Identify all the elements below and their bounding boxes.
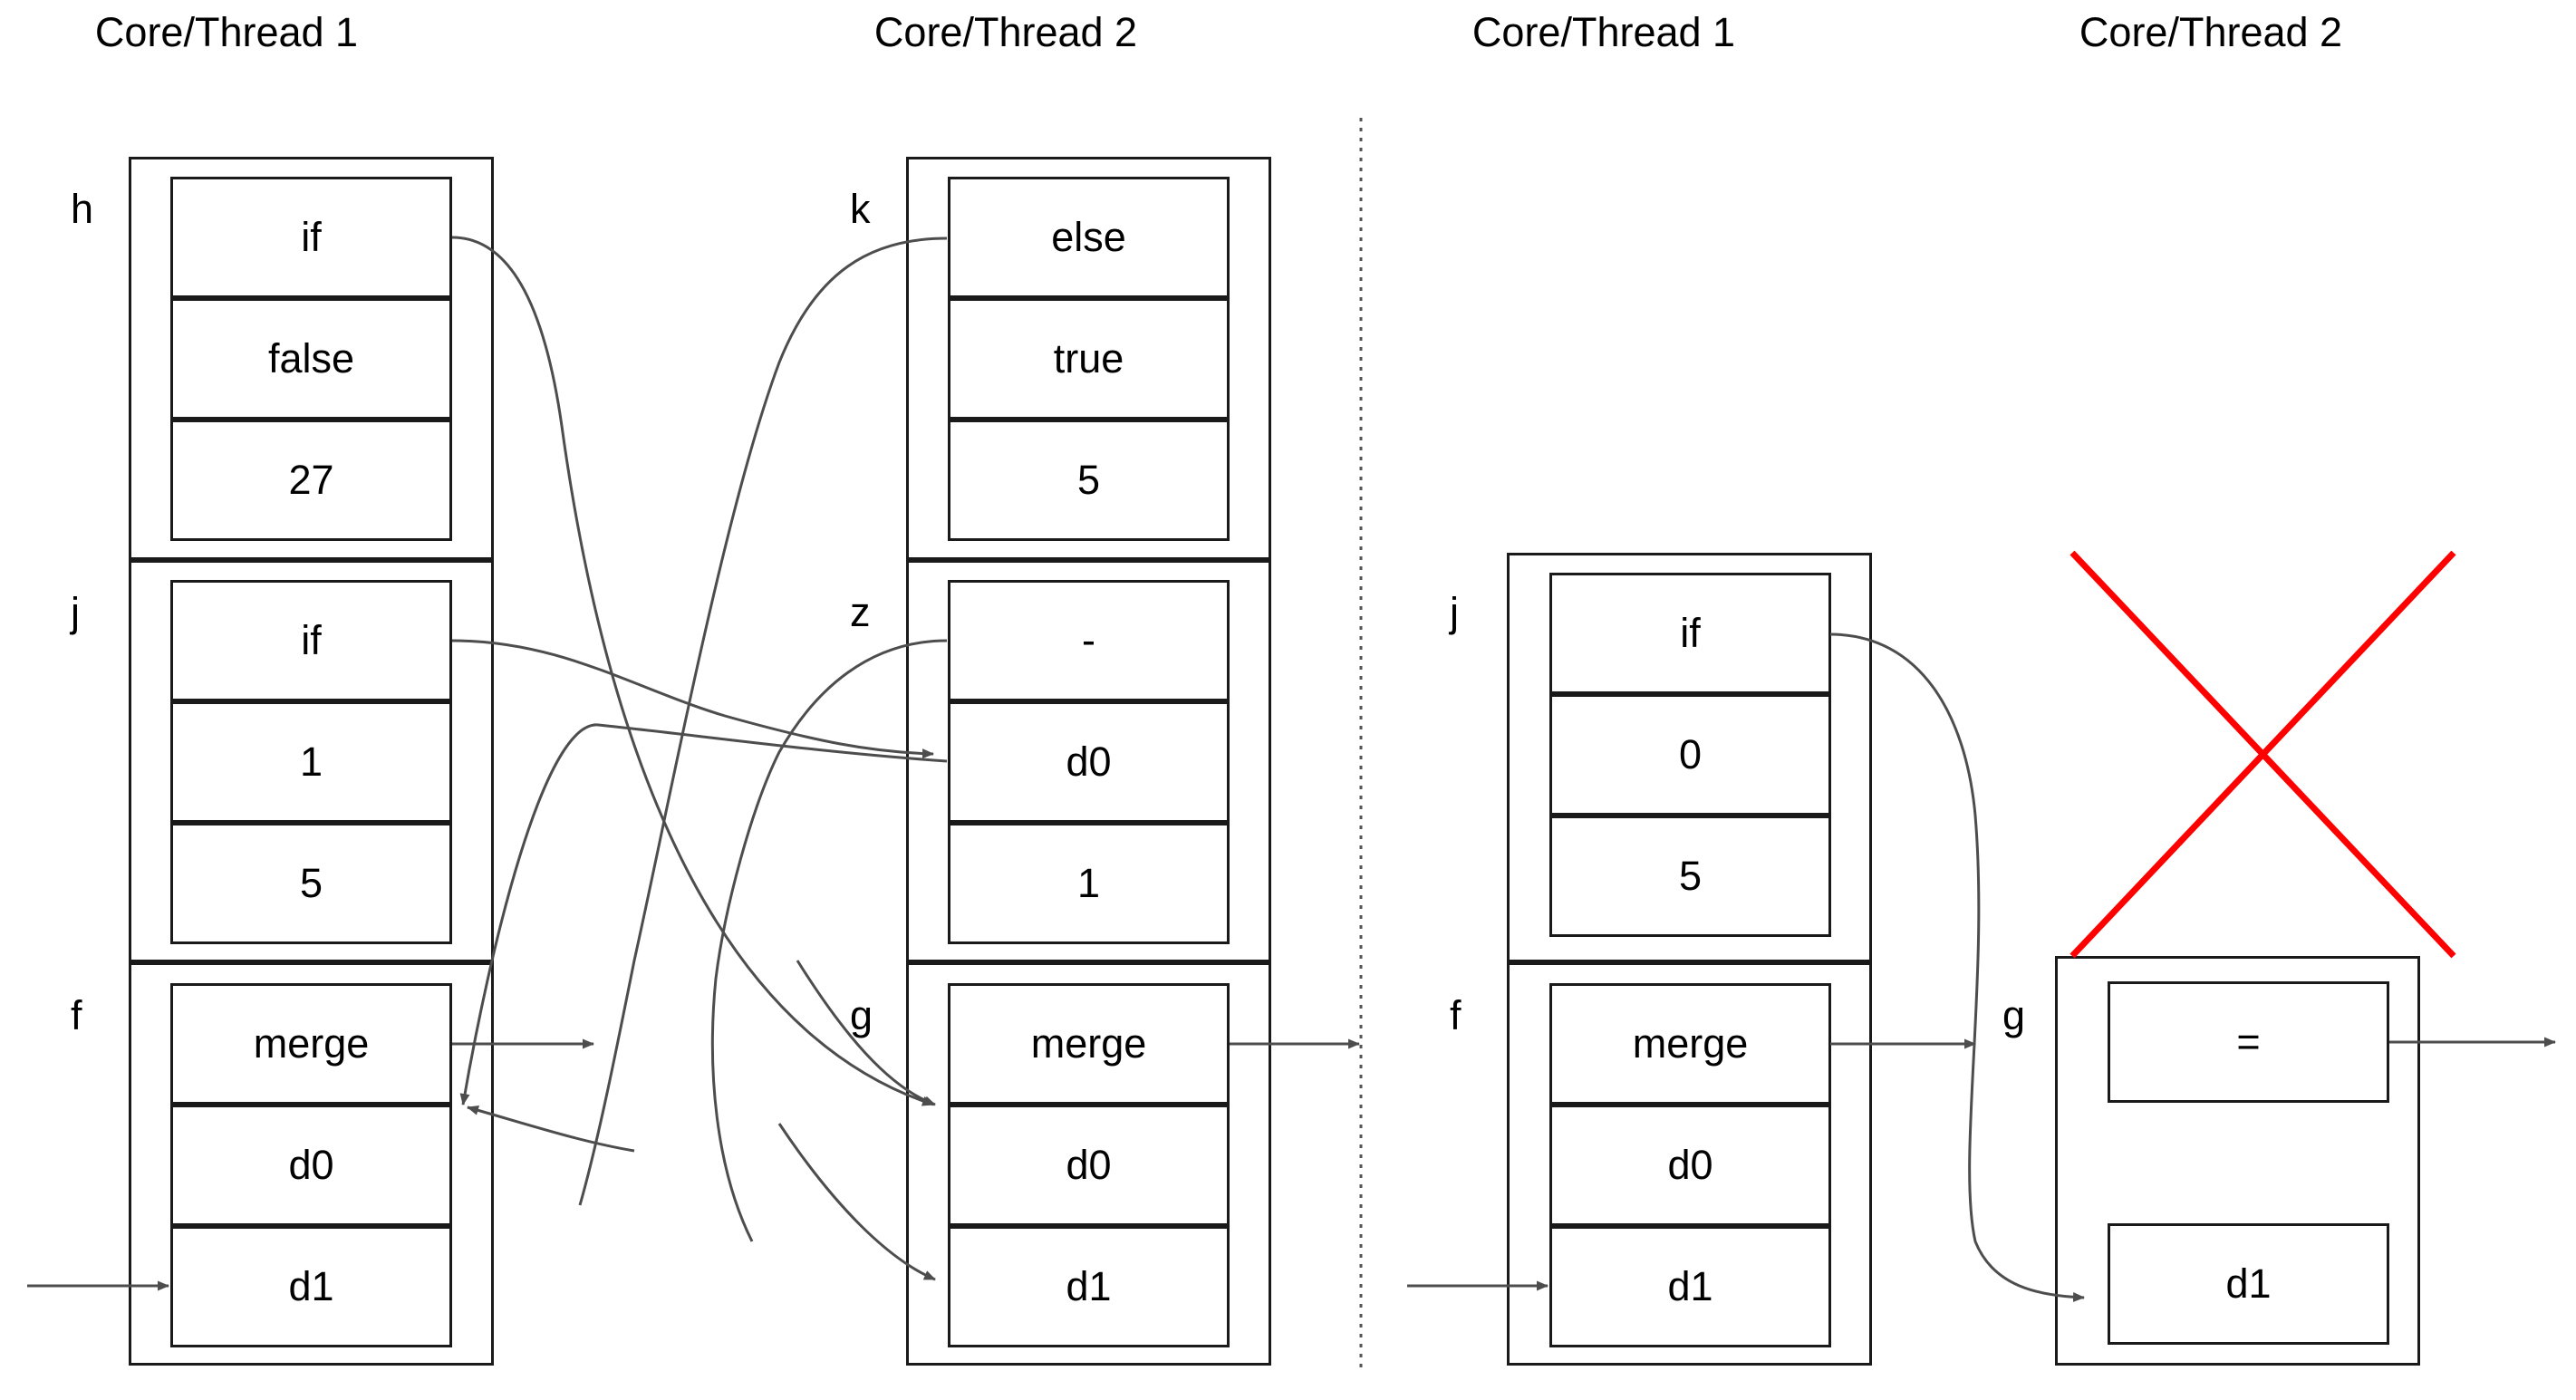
group-box-left-c2-k	[906, 157, 1271, 560]
edge-j-if-to-z-d0	[451, 639, 934, 759]
cell-right-c1-j-2: 5	[1549, 816, 1831, 937]
column-title-right-core2: Core/Thread 2	[2079, 9, 2343, 55]
group-box-left-c1-j	[129, 560, 494, 962]
edge-to-f-d0	[459, 723, 948, 1106]
column-title-left-core1: Core/Thread 1	[94, 9, 359, 55]
cell-left-c1-f-0: merge	[170, 983, 452, 1105]
cellstack-right-c1-j: if 0 5	[1549, 573, 1831, 937]
group-label-right-c1-f: f	[1450, 992, 1462, 1038]
cell-right-c1-f-0: merge	[1549, 983, 1831, 1105]
cell-left-c2-g-0: merge	[948, 983, 1230, 1105]
cellstack-left-c1-h: if false 27	[170, 177, 452, 541]
cell-right-c2-g-0: =	[2108, 981, 2389, 1103]
cell-left-c1-j-1: 1	[170, 701, 452, 823]
group-box-left-c1-h	[129, 157, 494, 560]
group-label-left-c1-f: f	[71, 992, 82, 1038]
group-box-left-c2-z	[906, 560, 1271, 962]
edge-z-dash-source	[710, 639, 948, 1242]
cellstack-left-c2-g: merge d0 d1	[948, 983, 1230, 1347]
cell-right-c1-j-0: if	[1549, 573, 1831, 694]
cell-left-c2-k-2: 5	[948, 420, 1230, 541]
cellstack-left-c2-k: else true 5	[948, 177, 1230, 541]
cellstack-left-c1-j: if 1 5	[170, 580, 452, 944]
cell-right-c2-g-1: d1	[2108, 1223, 2389, 1345]
cell-left-c1-f-1: d0	[170, 1105, 452, 1226]
cell-left-c1-h-1: false	[170, 298, 452, 420]
arrow-into-f-d0	[467, 1105, 635, 1153]
cell-left-c1-h-2: 27	[170, 420, 452, 541]
cell-left-c1-f-2: d1	[170, 1226, 452, 1347]
edge-k-else-source	[578, 237, 948, 1206]
cell-left-c1-j-0: if	[170, 580, 452, 701]
group-label-left-c2-g: g	[850, 992, 873, 1038]
group-box-left-c2-g	[906, 962, 1271, 1366]
group-label-left-c2-k: k	[850, 186, 871, 232]
cell-left-c2-k-0: else	[948, 177, 1230, 298]
cellstack-right-c1-f: merge d0 d1	[1549, 983, 1831, 1347]
edge-h-if-to-g-d0	[451, 236, 934, 1106]
group-label-right-c2-g: g	[2002, 992, 2026, 1038]
edge-right-j-if-to-g-d1	[1829, 632, 2085, 1303]
cellstack-left-c2-z: - d0 1	[948, 580, 1230, 944]
group-label-left-c2-z: z	[850, 589, 871, 635]
group-box-right-c1-f	[1507, 962, 1872, 1366]
cell-left-c2-g-2: d1	[948, 1226, 1230, 1347]
invalidation-x-stroke-2	[2069, 550, 2456, 959]
column-title-right-core1: Core/Thread 1	[1471, 9, 1736, 55]
cell-left-c2-g-1: d0	[948, 1105, 1230, 1226]
group-box-right-c2-g	[2055, 956, 2420, 1366]
cell-left-c2-z-2: 1	[948, 823, 1230, 944]
group-box-left-c1-f	[129, 962, 494, 1366]
cell-left-c2-k-1: true	[948, 298, 1230, 420]
group-box-right-c1-j	[1507, 553, 1872, 962]
arrow-into-g-d0	[796, 960, 936, 1106]
group-label-right-c1-j: j	[1450, 589, 1459, 635]
cell-left-c1-j-2: 5	[170, 823, 452, 944]
group-label-left-c1-h: h	[71, 186, 94, 232]
arrow-into-g-d1	[777, 1123, 936, 1281]
cell-right-c1-f-2: d1	[1549, 1226, 1831, 1347]
cell-right-c1-f-1: d0	[1549, 1105, 1831, 1226]
cell-right-c1-j-1: 0	[1549, 694, 1831, 816]
cell-left-c1-h-0: if	[170, 177, 452, 298]
cell-left-c2-z-1: d0	[948, 701, 1230, 823]
column-title-left-core2: Core/Thread 2	[873, 9, 1138, 55]
group-label-left-c1-j: j	[71, 589, 80, 635]
cell-left-c2-z-0: -	[948, 580, 1230, 701]
cellstack-left-c1-f: merge d0 d1	[170, 983, 452, 1347]
